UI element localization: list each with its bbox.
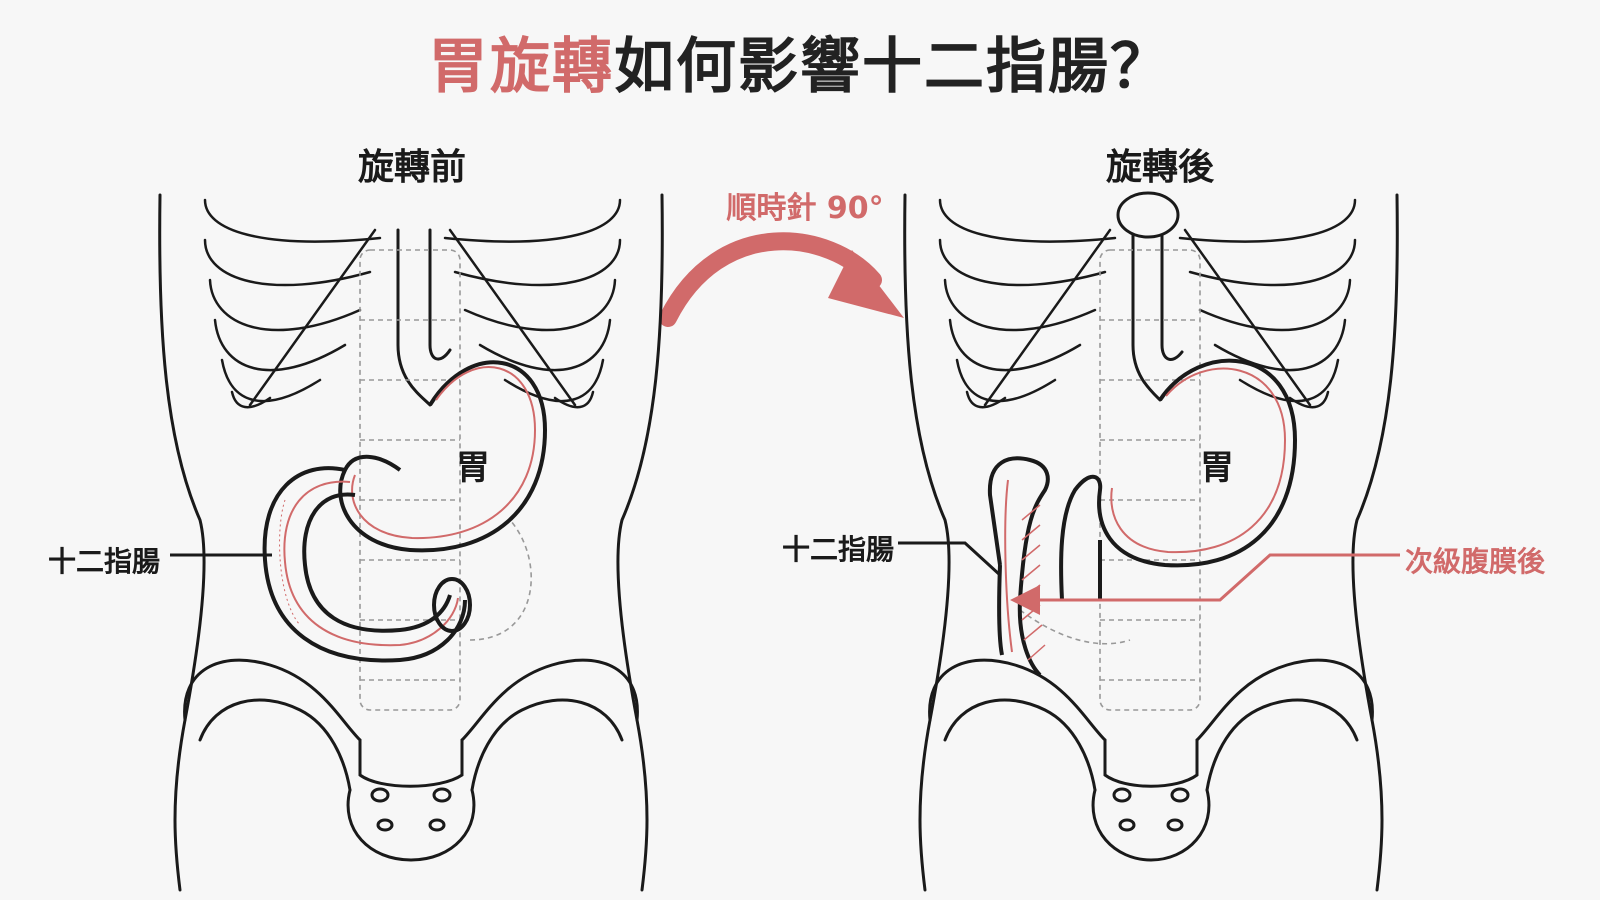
- before-heading: 旋轉前: [357, 147, 466, 188]
- title-rest: 如何影響十二指腸？: [614, 32, 1172, 102]
- before-spine: [359, 249, 532, 711]
- rotation-arrow: [659, 232, 904, 327]
- before-body: [158, 193, 664, 892]
- retro-arrow: [1010, 553, 1400, 615]
- rotation-label: 順時針 90°: [726, 191, 884, 226]
- before-stomach: [338, 360, 548, 553]
- before-duodenum: [262, 466, 472, 663]
- before-stomach-label: 胃: [456, 448, 490, 488]
- before-duodenum-label: 十二指腸: [48, 545, 161, 578]
- after-body: [903, 191, 1399, 892]
- title-highlight: 胃旋轉: [428, 32, 614, 102]
- after-duodenum-leader: [898, 541, 1002, 577]
- after-stomach: [1059, 358, 1298, 601]
- retroperitoneal-label: 次級腹膜後: [1405, 545, 1546, 578]
- page-title: 胃旋轉如何影響十二指腸？: [0, 18, 1600, 105]
- after-duodenum: [987, 456, 1050, 677]
- after-stomach-label: 胃: [1200, 448, 1234, 488]
- after-duodenum-label: 十二指腸: [782, 533, 895, 566]
- after-heading: 旋轉後: [1105, 147, 1214, 188]
